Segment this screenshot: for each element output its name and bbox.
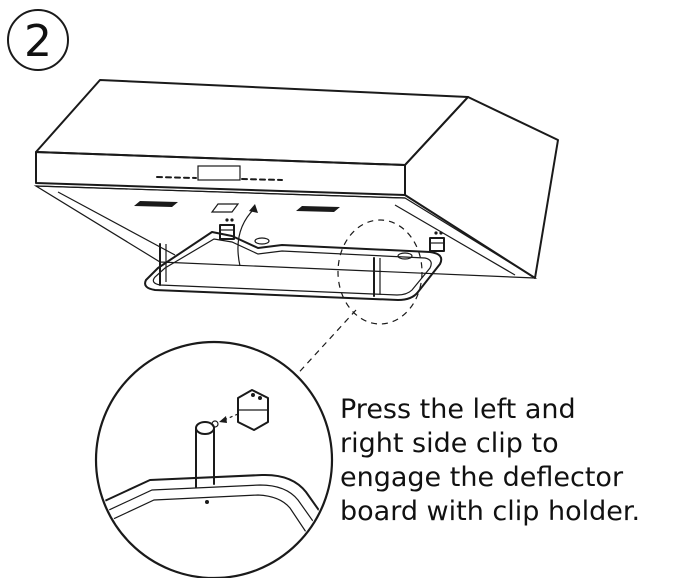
left-buttons bbox=[156, 176, 197, 179]
instruction-line-2: right side clip to bbox=[340, 428, 559, 459]
control-panel bbox=[156, 165, 283, 181]
hood-underside-inner-right bbox=[394, 204, 516, 276]
detail-insert-arrow-icon bbox=[219, 413, 239, 423]
display-window bbox=[197, 165, 241, 181]
deflector-board bbox=[144, 231, 443, 301]
light-right bbox=[296, 206, 340, 212]
slot-left bbox=[254, 237, 270, 245]
deflector-frame-outer bbox=[144, 231, 443, 301]
light-left bbox=[134, 201, 178, 207]
callout-leader-line bbox=[291, 309, 357, 381]
step-circle bbox=[7, 9, 69, 71]
clip-right bbox=[429, 231, 445, 252]
hood-underside-inner bbox=[57, 191, 176, 256]
hood-lights bbox=[134, 201, 340, 213]
instruction-line-3: engage the deflector bbox=[340, 462, 624, 493]
detail-clip-bracket bbox=[237, 389, 269, 431]
clip-left bbox=[219, 218, 235, 240]
hood-top-panel bbox=[35, 79, 469, 166]
clips bbox=[219, 218, 445, 252]
light-center bbox=[210, 203, 240, 213]
detail-board-edge bbox=[98, 473, 330, 541]
slot-right bbox=[397, 252, 413, 260]
detail-board-edge-lower bbox=[98, 494, 323, 557]
detail-board-edge-inner bbox=[98, 484, 330, 549]
detail-magnified-view bbox=[94, 340, 334, 578]
hood-underside bbox=[33, 185, 538, 279]
instruction-line-1: Press the left and bbox=[340, 394, 576, 425]
detail-board-hole bbox=[205, 500, 209, 504]
step-badge: 2 bbox=[7, 9, 69, 71]
hood-front-panel bbox=[35, 151, 406, 196]
hood-right-panel bbox=[404, 96, 559, 279]
detail-rod-top bbox=[195, 421, 215, 435]
instruction-line-4: board with clip holder. bbox=[340, 496, 640, 527]
right-buttons bbox=[241, 178, 283, 181]
instruction-text: Press the left and right side clip to en… bbox=[340, 394, 640, 527]
detail-rod-hole bbox=[211, 420, 219, 428]
range-hood bbox=[33, 79, 559, 279]
deflector-frame-inner bbox=[152, 238, 432, 296]
step-number: 2 bbox=[24, 16, 52, 67]
rotation-arrow-icon bbox=[237, 204, 258, 267]
detail-callout-circle bbox=[337, 219, 423, 325]
